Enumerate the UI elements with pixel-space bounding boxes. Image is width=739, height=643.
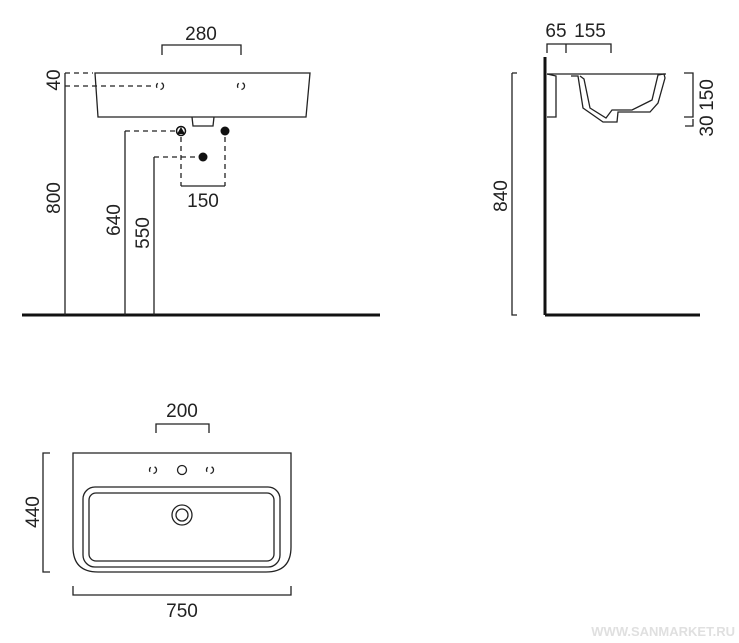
tap-hole-left-top (148, 465, 158, 475)
drain-inner-icon (175, 508, 189, 522)
overflow-outlet (191, 116, 215, 127)
dim-30-label: 30 (697, 115, 718, 136)
bowl-rim-outline (82, 486, 281, 568)
dim-40-label: 40 (44, 69, 65, 90)
hot-supply-icon (220, 126, 230, 136)
drain-outer-icon (171, 504, 193, 526)
basin-section-outline (546, 73, 666, 123)
dim-155-label: 155 (574, 21, 606, 42)
dim-550-label: 550 (133, 217, 154, 249)
tap-hole-right-top (205, 465, 215, 475)
cold-supply-arrow-icon (177, 127, 185, 134)
basin-top-outline (72, 452, 292, 573)
dim-840-bracket (511, 72, 517, 316)
dim-800-label: 800 (44, 182, 65, 214)
dim-640-label: 640 (104, 204, 125, 236)
dim-65-label: 65 (545, 21, 566, 42)
side-view: 840 65 155 150 30 (491, 21, 718, 317)
dim-280-label: 280 (185, 24, 217, 45)
dim-440-label: 440 (23, 496, 44, 528)
dim-65-155-bracket (546, 43, 612, 53)
dim-440-bracket (42, 452, 50, 573)
dim-basin-150-label: 150 (697, 79, 718, 111)
dim-150-30-bracket (684, 72, 694, 127)
tap-hole-left (155, 81, 165, 91)
dim-750-bracket (72, 586, 292, 596)
top-view: 200 440 750 (23, 401, 292, 622)
dim-750-label: 750 (166, 601, 198, 622)
tap-hole-right (236, 81, 246, 91)
dim-280-bracket (161, 44, 242, 55)
basin-front-outline (94, 72, 311, 118)
watermark: WWW.SANMARKET.RU (591, 624, 735, 639)
bowl-inner-outline (88, 492, 275, 562)
waste-outlet-icon (198, 152, 208, 162)
dim-840-label: 840 (491, 180, 512, 212)
dim-150-label: 150 (187, 191, 219, 212)
dim-200-bracket (155, 423, 210, 433)
front-view: 280 40 800 640 550 150 (22, 24, 380, 317)
tap-hole-center (176, 464, 188, 476)
dim-200-label: 200 (166, 401, 198, 422)
